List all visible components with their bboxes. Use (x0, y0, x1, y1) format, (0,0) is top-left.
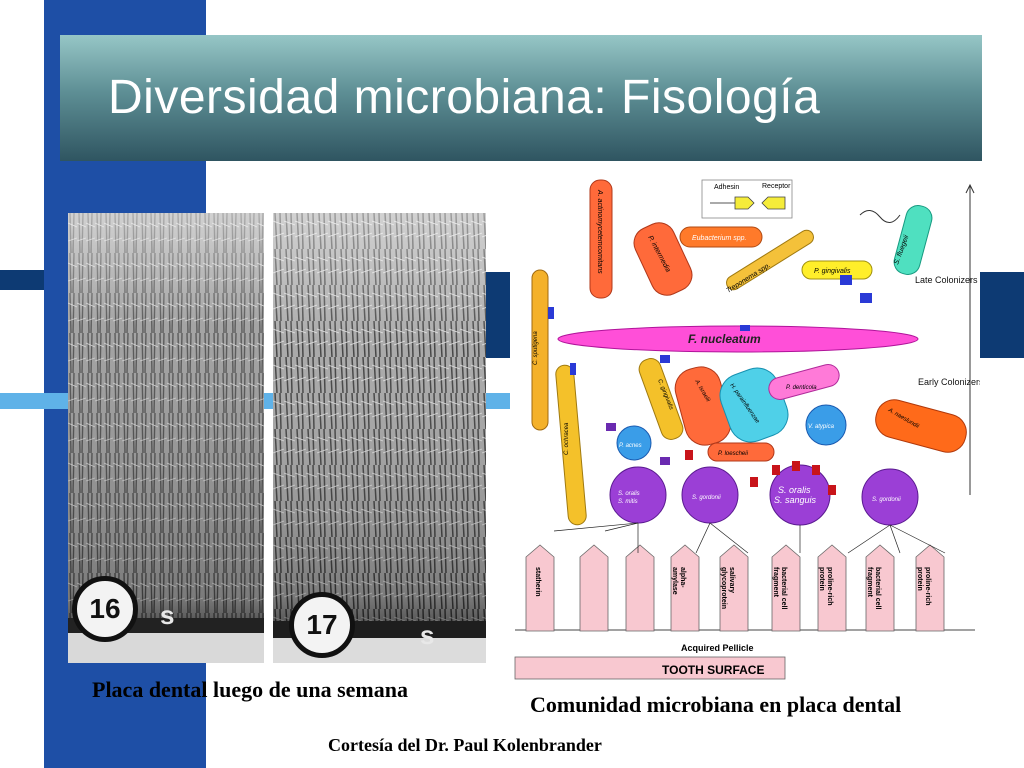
pellicle-receptor-label: bacterial cellfragment (772, 567, 787, 609)
caption-right: Comunidad microbiana en placa dental (530, 692, 902, 717)
pellicle-pillar (865, 544, 895, 632)
photo-s-mark-17: s (420, 620, 435, 650)
acquired-pellicle-label: Acquired Pellicle (681, 643, 754, 653)
tooth-surface-label: TOOTH SURFACE (662, 663, 764, 677)
micrograph-17 (273, 213, 486, 663)
pellicle-pillar (719, 544, 749, 632)
photo-number-16: 16 (72, 576, 138, 642)
c-sputigena-label: C. sputigena (533, 331, 539, 365)
pellicle-receptor-label: proline-richprotein (916, 567, 931, 606)
photo-number-17: 17 (289, 592, 355, 658)
early-colonizers-label: Early Colonizers (918, 377, 980, 387)
slide-title: Diversidad microbiana: Fisología (108, 71, 821, 124)
eubacterium-label: Eubacterium spp. (692, 235, 747, 242)
coccus-2-label: S. gordonii (692, 495, 721, 501)
legend-adhesin-label: Adhesin (714, 184, 739, 191)
p-acnes-label: P. acnes (619, 443, 642, 449)
caption-left: Placa dental luego de una semana (92, 677, 408, 702)
pellicle-receptor-label: alpha-amylase (671, 567, 686, 595)
coccus-4-label: S. gordonii (872, 497, 901, 503)
pellicle-receptors: statherin alpha-amylase salivaryglycoprote… (525, 544, 945, 632)
pellicle-pillar (579, 544, 609, 632)
credit-line: Cortesía del Dr. Paul Kolenbrander (328, 735, 602, 755)
photo-s-mark-16: s (160, 600, 175, 630)
pellicle-pillar (625, 544, 655, 632)
f-nucleatum-label: F. nucleatum (688, 332, 761, 346)
pellicle-receptor-label: salivaryglycoprotein (720, 567, 735, 609)
pellicle-receptor-label: proline-richprotein (818, 567, 833, 606)
plaque-community-diagram: Adhesin Receptor Late Colonizers Early C… (510, 175, 984, 685)
p-denticola-label: P. denticola (786, 385, 817, 391)
late-colonizers-label: Late Colonizers (915, 275, 978, 285)
micrograph-16 (68, 213, 264, 663)
pellicle-receptor-label: bacterial cellfragment (866, 567, 881, 609)
pellicle-pillar (817, 544, 847, 632)
adhesin-receptor-legend: Adhesin Receptor (701, 179, 793, 219)
title-banner (60, 35, 982, 161)
pellicle-pillar (915, 544, 945, 632)
left-band-stub (0, 270, 44, 290)
legend-receptor-label: Receptor (762, 183, 791, 190)
p-gingivalis-label: P. gingivalis (814, 268, 851, 275)
pellicle-receptor-label: statherin (534, 567, 541, 597)
pellicle-pillar (525, 544, 555, 632)
pellicle-pillar (670, 544, 700, 632)
v-atypica-label: V. atypica (808, 424, 835, 430)
c-ochracea-label: C. ochracea (564, 422, 570, 455)
a-actino-label: A. actinomycetemcomitans (596, 189, 603, 274)
pellicle-pillar (771, 544, 801, 632)
p-loescheii-label: P. loescheii (718, 451, 749, 457)
